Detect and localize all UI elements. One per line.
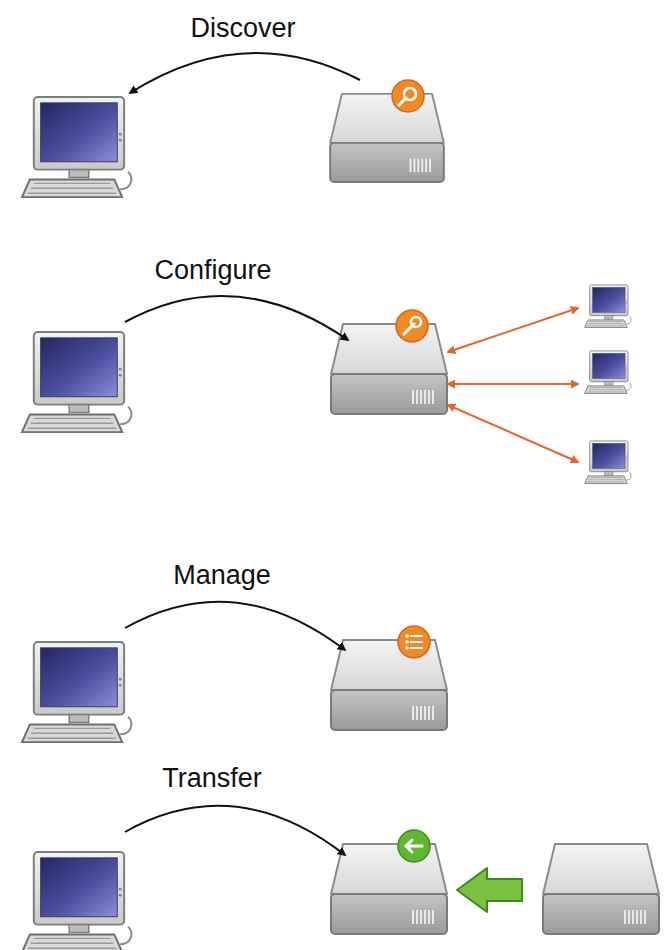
disk-icon — [330, 94, 444, 182]
client-computer-icon — [585, 351, 631, 394]
client-computer-icon — [585, 285, 631, 328]
double-arrow — [448, 308, 578, 352]
step-label: Discover — [190, 14, 295, 44]
computer-icon — [22, 642, 131, 742]
double-arrow — [448, 405, 578, 462]
curved-arrow — [125, 296, 348, 340]
step-label: Manage — [173, 561, 271, 591]
list-badge — [398, 626, 430, 658]
computer-icon — [22, 97, 131, 197]
computer-icon — [22, 852, 131, 950]
step-label: Transfer — [162, 764, 262, 794]
disk-icon — [331, 324, 447, 414]
disk-icon — [331, 640, 447, 730]
client-computer-icon — [585, 441, 631, 484]
curved-arrow — [130, 53, 360, 93]
import-badge — [398, 830, 430, 862]
transfer-arrow — [457, 868, 522, 912]
curved-arrow — [125, 806, 345, 855]
computer-icon — [22, 332, 131, 432]
double-arrow — [448, 383, 578, 385]
source-disk-icon — [543, 844, 659, 934]
step-label: Configure — [154, 256, 271, 286]
wrench-badge — [396, 310, 428, 342]
search-badge — [392, 80, 424, 112]
curved-arrow — [125, 602, 345, 650]
disk-icon — [331, 844, 447, 934]
